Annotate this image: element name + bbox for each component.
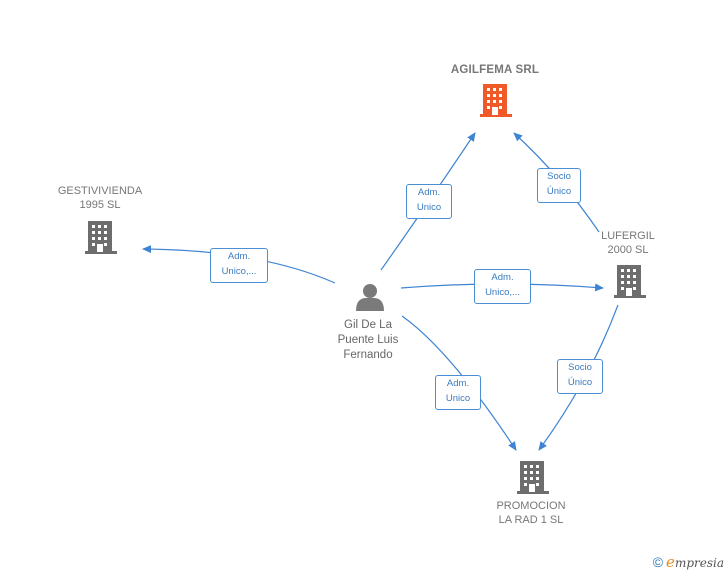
edge-person-promocion — [401, 315, 517, 451]
company-name-line1: PROMOCION — [496, 500, 566, 512]
company-name-line2: 2000 SL — [607, 244, 649, 256]
edge-label-to-gestivivienda[interactable]: Adm. Unico,... — [210, 248, 268, 283]
building-icon[interactable] — [480, 84, 512, 117]
role-line1: Socio — [547, 171, 571, 182]
building-icon[interactable] — [85, 221, 117, 254]
role-line1: Adm. — [417, 187, 441, 198]
node-label-lufergil[interactable]: LUFERGIL 2000 SL — [588, 229, 668, 257]
person-name-line1: Gil De La — [344, 319, 392, 331]
role-line1: Adm. — [227, 251, 251, 262]
edge-label-to-lufergil[interactable]: Adm. Unico,... — [474, 269, 531, 304]
role-line2: Unico,... — [221, 266, 257, 277]
edge-label-lufergil-to-promocion[interactable]: Socio Único — [557, 359, 603, 394]
role-line2: Unico — [445, 393, 471, 404]
building-icon[interactable] — [614, 265, 646, 298]
node-label-agilfema[interactable]: AGILFEMA SRL — [430, 63, 560, 77]
brand-logo: ©empresia — [653, 553, 724, 571]
node-label-gestivivienda[interactable]: GESTIVIVIENDA 1995 SL — [40, 184, 160, 212]
building-icon[interactable] — [517, 461, 549, 494]
person-icon[interactable] — [356, 284, 384, 311]
role-line2: Unico,... — [485, 287, 520, 298]
brand-rest: mpresia — [674, 556, 724, 570]
role-line1: Socio — [568, 362, 592, 373]
edge-label-to-agilfema[interactable]: Adm. Unico — [406, 184, 452, 219]
company-name: AGILFEMA SRL — [450, 64, 540, 76]
company-name-line2: 1995 SL — [79, 199, 121, 211]
person-name-line2: Puente Luis — [337, 334, 399, 346]
node-label-promocion[interactable]: PROMOCION LA RAD 1 SL — [475, 499, 587, 527]
role-line1: Adm. — [446, 378, 470, 389]
company-name-line1: GESTIVIVIENDA — [57, 185, 143, 197]
role-line2: Unico — [416, 202, 442, 213]
company-name-line1: LUFERGIL — [601, 230, 655, 242]
role-line1: Adm. — [491, 272, 514, 283]
edge-label-lufergil-to-agilfema[interactable]: Socio Único — [537, 168, 581, 203]
edge-label-to-promocion[interactable]: Adm. Unico — [435, 375, 481, 410]
brand-initial: e — [666, 553, 675, 571]
node-label-person[interactable]: Gil De La Puente Luis Fernando — [318, 318, 418, 363]
copyright-symbol: © — [652, 554, 664, 570]
role-line2: Único — [546, 186, 572, 197]
role-line2: Único — [567, 377, 593, 388]
company-name-line2: LA RAD 1 SL — [498, 514, 564, 526]
person-name-line3: Fernando — [343, 349, 393, 361]
